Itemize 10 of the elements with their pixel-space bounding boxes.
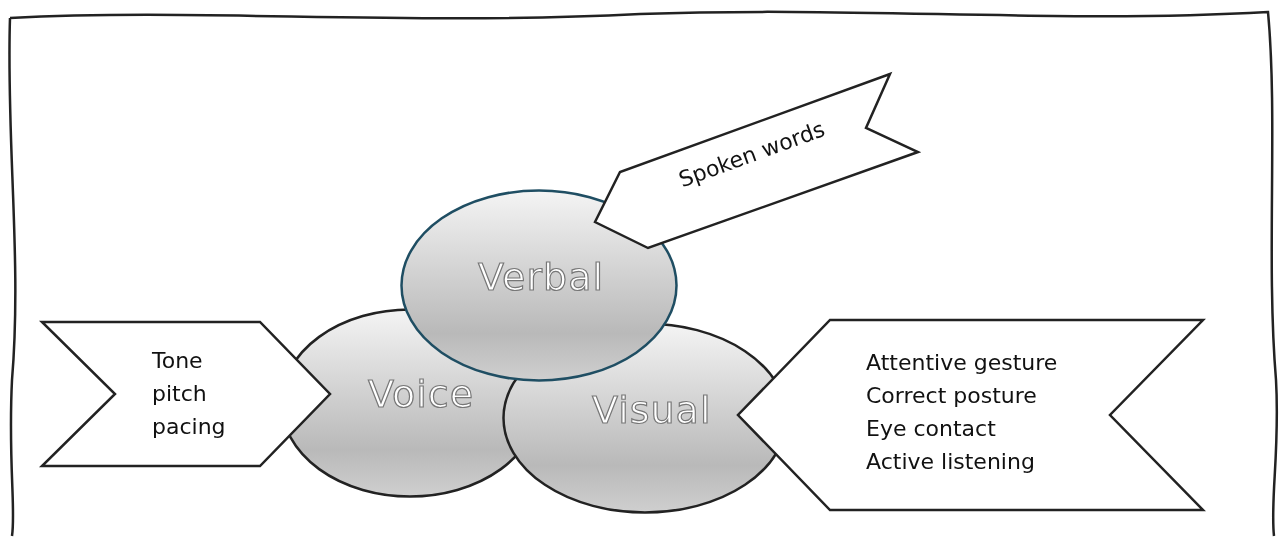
banner-text: pacing xyxy=(152,413,226,441)
banner-text: Correct posture xyxy=(866,382,1037,410)
banner-text: Attentive gesture xyxy=(866,349,1058,377)
banner-text: Spoken words xyxy=(674,115,830,195)
banner-text: Active listening xyxy=(866,448,1035,476)
oval-label: Visual xyxy=(592,394,712,427)
banner-text: Eye contact xyxy=(866,415,996,443)
banner-text: Tone xyxy=(152,347,203,375)
oval-label: Verbal xyxy=(478,261,604,294)
banner-text: pitch xyxy=(152,380,207,408)
